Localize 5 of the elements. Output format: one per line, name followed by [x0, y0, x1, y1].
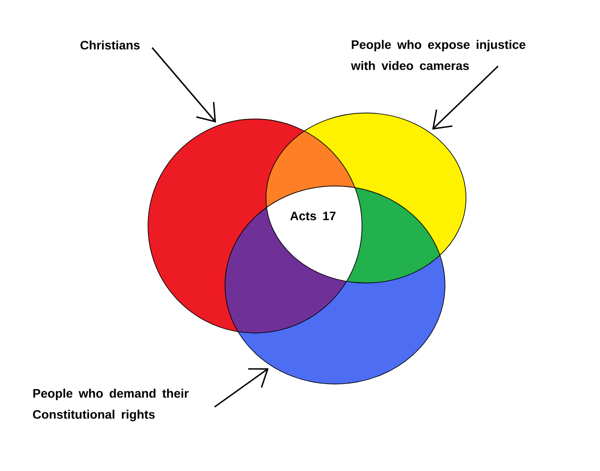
- arrow: [432, 66, 499, 130]
- category-label: People who demand their Constitutional rights: [33, 388, 189, 422]
- category-label: Christians: [80, 40, 140, 50]
- arrow: [152, 47, 216, 122]
- category-label: People who expose injustice with video cameras: [350, 40, 526, 70]
